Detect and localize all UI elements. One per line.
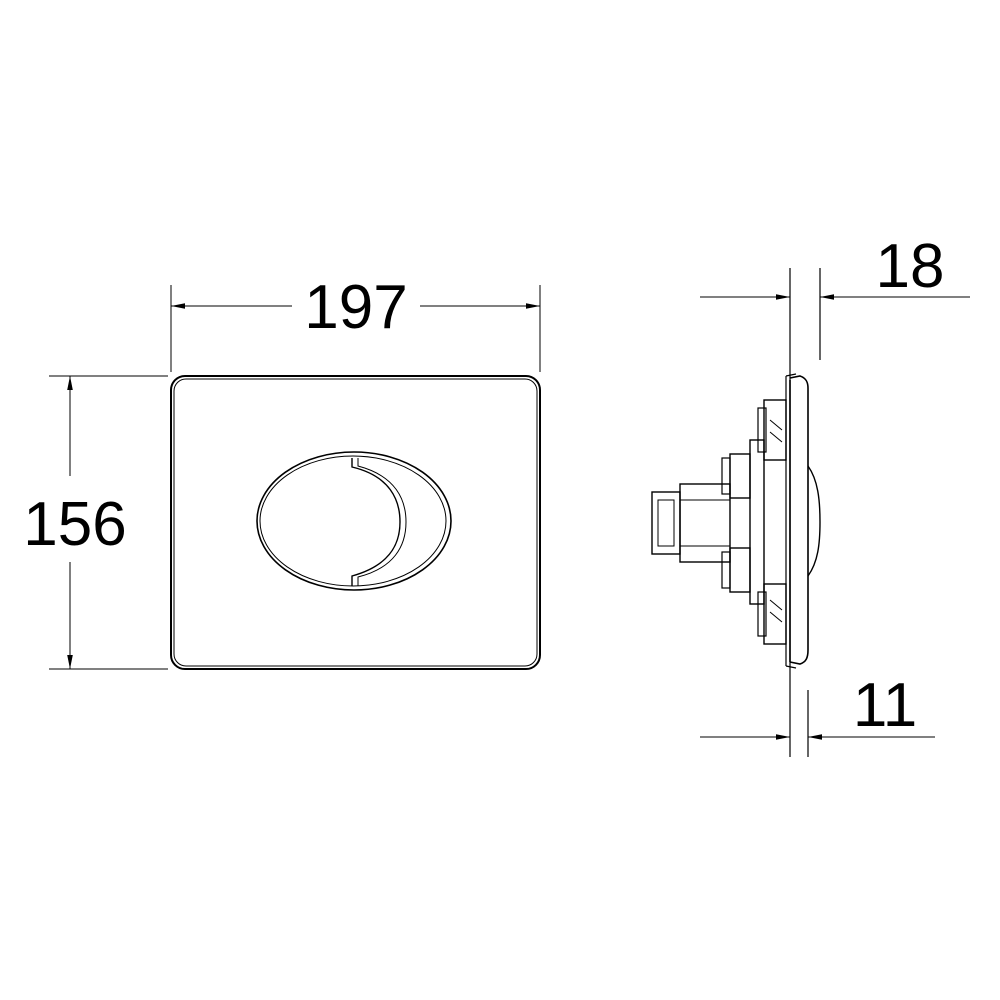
cover-plate-profile	[785, 373, 821, 669]
actuator-body	[651, 453, 751, 593]
height-dimension-label: 156	[23, 490, 126, 559]
front-view: 197 156	[23, 273, 541, 670]
total-depth-label: 18	[876, 232, 945, 301]
flush-plate-outline	[170, 375, 541, 670]
height-dimension: 156	[23, 375, 168, 670]
side-view: 18 11	[651, 232, 970, 757]
mounting-frame	[749, 399, 787, 645]
flush-button	[256, 451, 452, 591]
width-dimension-label: 197	[304, 273, 407, 342]
flush-plate-inner-edge	[173, 378, 538, 667]
width-dimension: 197	[170, 273, 541, 372]
plate-depth-label: 11	[853, 671, 917, 740]
plate-depth-dimension: 11	[700, 671, 935, 740]
total-depth-dimension: 18	[700, 232, 970, 301]
